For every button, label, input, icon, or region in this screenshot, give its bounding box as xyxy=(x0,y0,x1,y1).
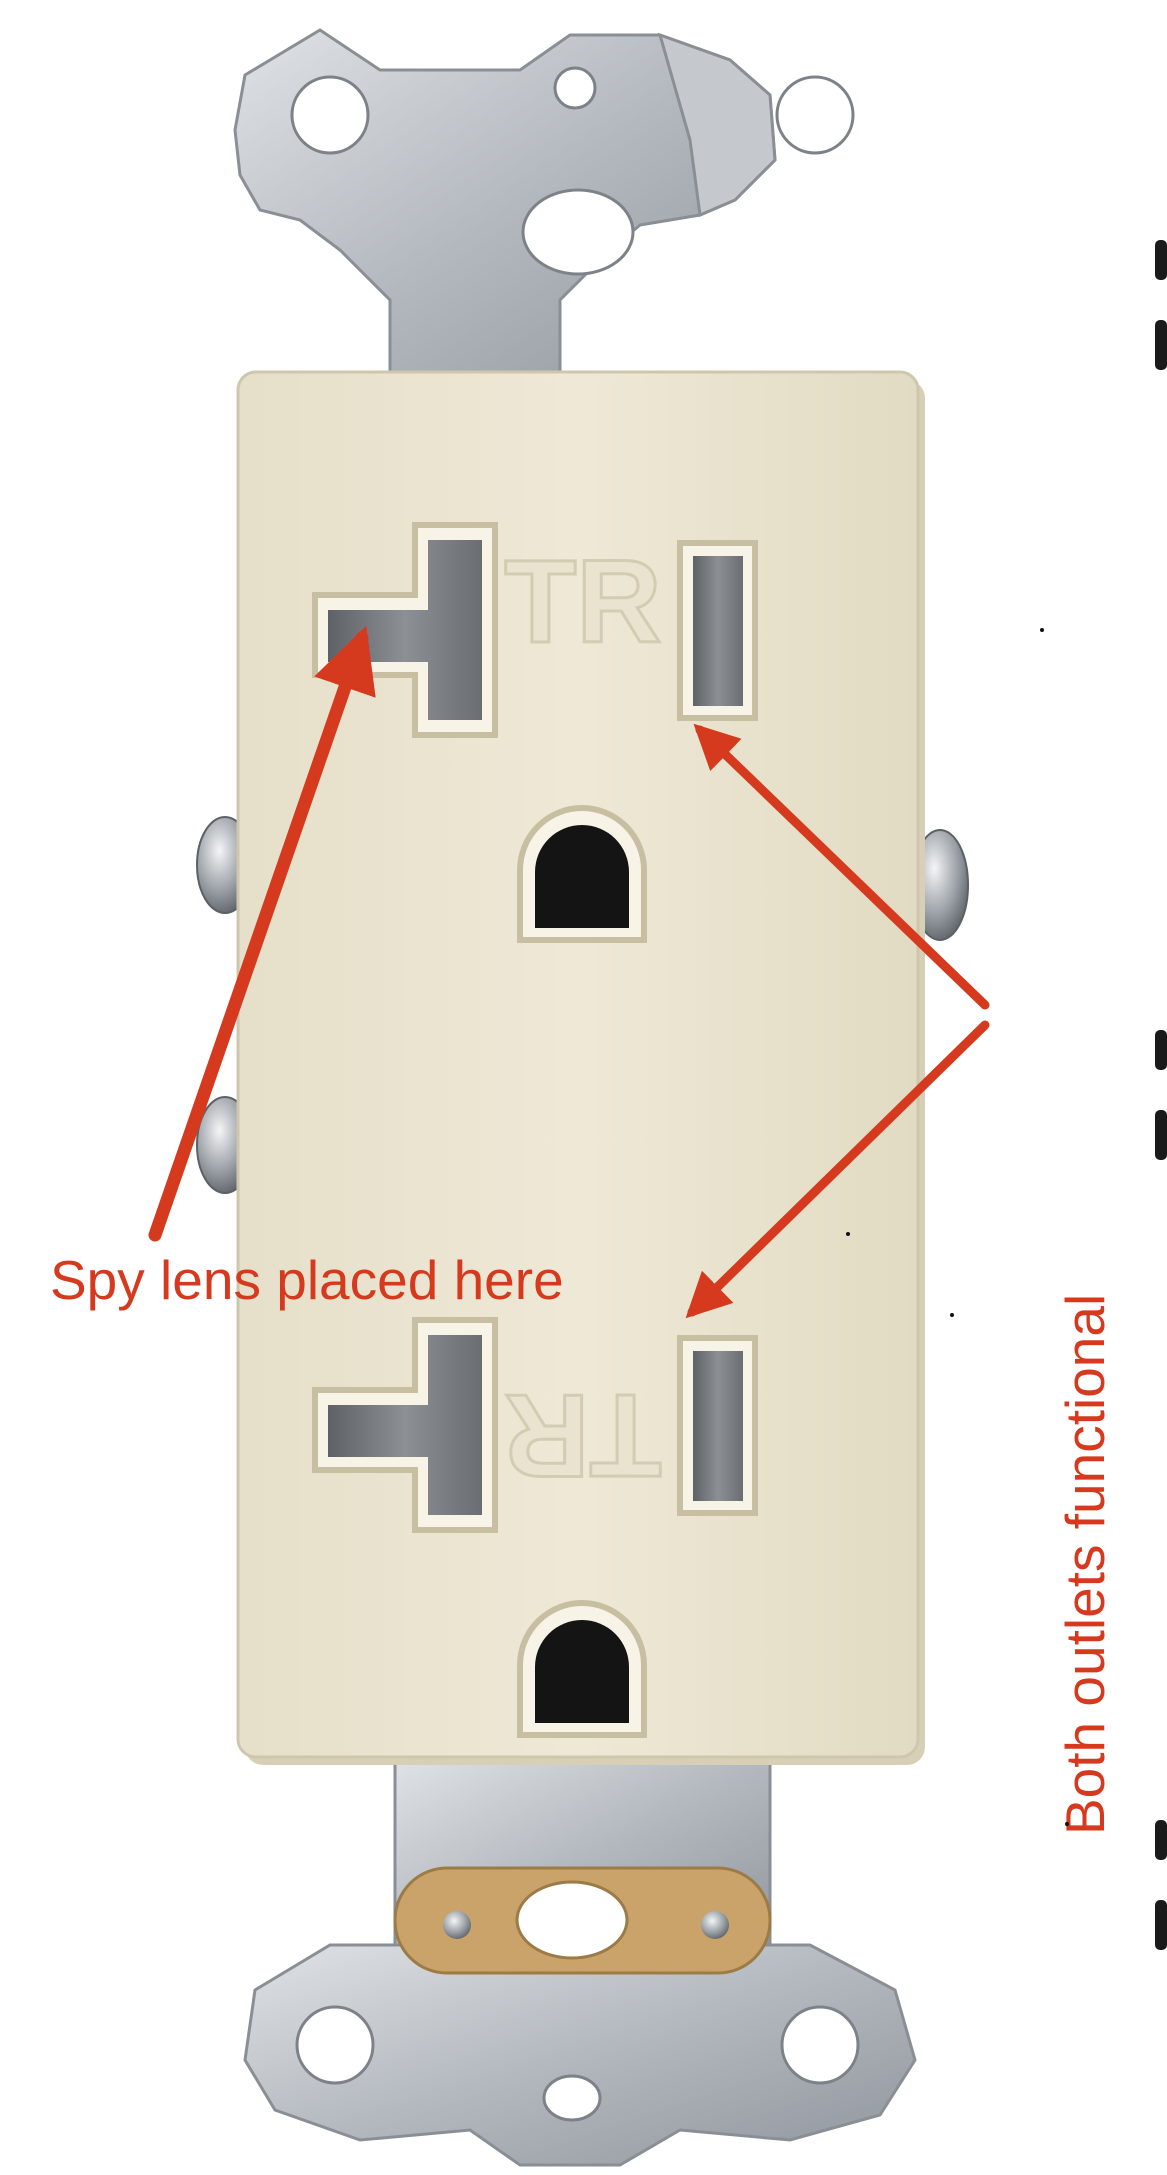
strap-mounting-hole xyxy=(775,75,855,155)
bottom-mounting-strap xyxy=(243,1758,917,2167)
strap-center-slot xyxy=(542,2074,602,2122)
tr-mark-top: TR xyxy=(504,536,661,668)
strap-center-slot xyxy=(515,1880,629,1960)
stray-dot xyxy=(846,1232,850,1236)
stray-dot xyxy=(950,1313,954,1317)
bottom-outlet xyxy=(312,1317,758,1738)
screw-icon xyxy=(443,1911,471,1939)
strap-mounting-hole xyxy=(780,2005,860,2085)
top-outlet xyxy=(312,522,758,943)
right-edge-fragments xyxy=(1155,240,1167,1950)
both-outlets-annotation: Both outlets functional xyxy=(1054,1293,1116,1835)
stray-dot xyxy=(1040,628,1044,632)
arrow-icon xyxy=(148,625,376,1242)
top-mounting-strap xyxy=(233,28,855,402)
arrow-icon xyxy=(685,1020,990,1319)
strap-mounting-hole xyxy=(295,2005,375,2085)
arrow-icon xyxy=(693,723,990,1010)
stray-dot xyxy=(1065,1822,1069,1826)
strap-center-slot xyxy=(521,188,635,276)
screw-icon xyxy=(701,1911,729,1939)
strap-small-hole xyxy=(553,66,597,110)
tr-mark-bottom: TR xyxy=(504,1369,661,1501)
spy-lens-annotation: Spy lens placed here xyxy=(50,1249,564,1311)
strap-mounting-hole xyxy=(290,75,370,155)
annotation-arrows xyxy=(148,625,990,1319)
